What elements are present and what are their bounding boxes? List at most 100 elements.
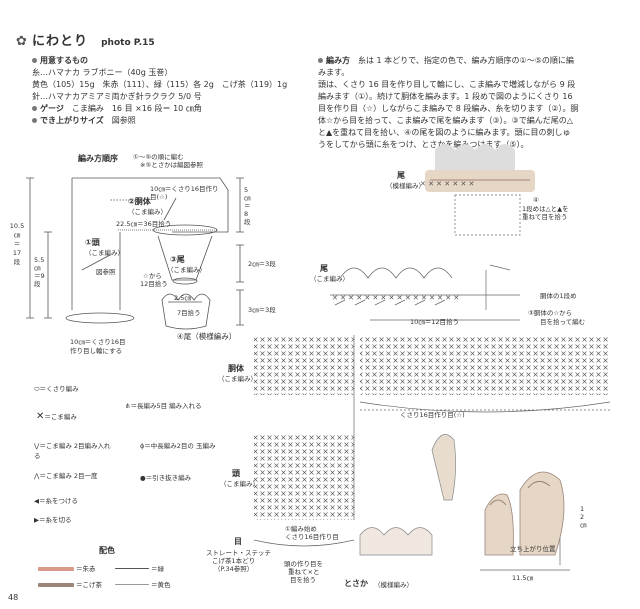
slip-stitch-icon: ● <box>140 474 146 482</box>
color-swatch-brown <box>38 583 74 587</box>
instructions-line-3: 編みます（①）。続けて胴体を編みます。1 段めで図のようにくさり 16 <box>318 92 573 101</box>
tail-mid-sub: （こま編み） <box>310 275 349 283</box>
tail-note4-b: 1段めは△と▲を <box>522 205 569 213</box>
legend-slip: ●＝引き抜き編み <box>140 474 192 482</box>
dc5-icon: ⋔ <box>125 402 131 410</box>
label-2cm: 2㎝＝3段 <box>248 260 276 268</box>
legend-chain: ⬭＝くさり編み <box>34 385 79 393</box>
tail-body-row1: 胴体の1段め <box>540 292 577 300</box>
color-red: ＝朱赤 <box>76 565 96 573</box>
order-title: 編み方順序 <box>78 154 118 163</box>
dim-body-height: 5㎝＝8段 <box>244 186 251 226</box>
main-body-label: 胴体 <box>228 364 244 373</box>
label-3cm: 3㎝＝3段 <box>248 306 276 314</box>
label-body-sub: （こま編み） <box>128 208 167 216</box>
instructions-line-0: 編み方 糸は 1 本どりで、指定の色で、編み方順序の①〜⑤の順に編 <box>318 55 579 67</box>
legend-sc2dec: ⋀＝こま編み 2目一度 <box>34 472 98 480</box>
colors-line: 黄色（105）15g 朱赤（111）、緑（115）各 2g こげ茶（119）1g <box>32 80 288 89</box>
sc-icon: ✕ <box>36 411 45 422</box>
title-block: ✿ にわとり photo P.15 <box>16 30 155 49</box>
tail-note3-a: ③胴体の☆から <box>528 309 573 317</box>
color-swatch-green <box>115 568 149 569</box>
color-brown: ＝こげ茶 <box>76 581 102 589</box>
chain-icon: ⬭ <box>34 385 40 393</box>
flower-icon: ✿ <box>16 34 27 49</box>
bullet-icon <box>32 118 37 123</box>
legend-sc2inc: ⋁＝こま編み 2目編み入れる <box>34 442 111 460</box>
tail-note4-c: 重ねて目を拾う <box>522 213 568 221</box>
instructions-line-4: 目を作り目（☆）しながらこま編みで 8 段編み、糸を切ります（②）。胴 <box>318 104 579 113</box>
color-green: ＝緑 <box>151 565 164 573</box>
color-swatch-red <box>38 567 74 571</box>
colors-heading: 配色 <box>99 546 115 555</box>
cut-yarn-icon: ▶ <box>34 516 39 524</box>
tail-10cm: 10㎝＝12目拾う <box>410 318 460 326</box>
label-base-2: 作り目し輪にする <box>70 347 123 355</box>
main-body-sub: （こま編み） <box>218 375 257 383</box>
label-7pick: 7目拾う <box>177 309 201 317</box>
main-start-1: ①編み始め <box>285 525 317 533</box>
order-note-2: ※⑤とさかは編図参照 <box>140 161 204 169</box>
yarn-line: 糸…ハマナカ ラブボニー（40g 玉巻） <box>32 68 173 77</box>
main-head-label: 頭 <box>232 469 240 478</box>
main-start-2: くさり16目作り目 <box>285 533 339 541</box>
dim-total-height: 10.5 ㎝ ＝ 17 段 <box>9 222 25 266</box>
label-tail3-sub: （こま編み） <box>167 266 206 274</box>
materials-heading: 用意するもの <box>32 55 88 66</box>
svg-text:✕ ✕ ✕ ✕ ✕ ✕ ✕ ✕ ✕ ✕ ✕ ✕ ✕ ✕ ✕: ✕ ✕ ✕ ✕ ✕ ✕ ✕ ✕ ✕ ✕ ✕ ✕ ✕ ✕ ✕ ✕ <box>332 294 459 302</box>
hdc-bobble-icon: ϕ <box>140 442 145 450</box>
dim-head-height: 5.5㎝＝9段 <box>34 256 45 288</box>
instructions-line-5: 体☆から目を拾って、こま編みで尾を編みます（③）。③で編んだ尾の△ <box>318 116 573 125</box>
order-note-1: ①〜⑤の順に編む <box>133 153 184 161</box>
legend-join: ◀＝糸をつける <box>34 497 78 505</box>
main-115cm: 11.5㎝ <box>512 574 533 582</box>
main-12cm: 12㎝ <box>580 505 587 529</box>
main-comb-name: とさか <box>344 579 368 588</box>
needle-line: 針…ハマナカアミアミ両かぎ針ラクラク 5/0 号 <box>32 92 202 101</box>
sc-increase-icon: ⋁ <box>34 442 40 450</box>
main-stand: 立ち上がり位置 <box>510 545 556 553</box>
label-tail3-num: ③尾 <box>170 255 185 264</box>
main-chain-label: くさり16目作り目(☆) <box>400 411 465 419</box>
gauge-line: ゲージ こま編み 16 目 ×16 段＝ 10 ㎝角 <box>32 103 202 114</box>
instructions-line-6: と▲を重ねて目を拾い、④の尾を図のように編みます。頭に目の刺しゅ <box>318 128 571 137</box>
page-number: 48 <box>8 593 19 602</box>
bullet-icon <box>318 58 323 63</box>
main-eye-1: ストレート・ステッチ <box>206 549 271 557</box>
page-title: にわとり <box>32 34 89 49</box>
main-comb-3: 目を拾う <box>290 576 316 584</box>
label-star-pick: 12目拾う <box>140 280 168 288</box>
label-star-from: ☆から <box>143 272 162 280</box>
tail-note3-b: 目を拾って編む <box>540 318 586 326</box>
sc-decrease-icon: ⋀ <box>34 472 40 480</box>
bullet-icon <box>32 58 37 63</box>
main-comb-2: 重ねて×と <box>288 568 320 576</box>
main-eye-2: こげ茶1本どり <box>212 557 256 565</box>
label-chain16: 10㎝＝くさり16目作り目(☆) <box>150 185 219 201</box>
tail-top-sub: （模様編み） <box>386 182 425 190</box>
color-yellow: ＝黄色 <box>151 581 171 589</box>
join-yarn-icon: ◀ <box>34 497 39 505</box>
tail-top-label: 尾 <box>397 171 405 180</box>
dim-width: 22.5㎝＝36目拾う <box>116 220 172 228</box>
main-comb-1: 頭の作り目を <box>284 560 323 568</box>
main-eye: 目 <box>234 537 242 546</box>
main-head-sub: （こま編み） <box>220 480 259 488</box>
label-head-num: ①頭 <box>85 238 100 247</box>
instructions-line-7: うをしてから頭に糸をつけ、とさかを編みつけます（⑤）。 <box>318 140 529 149</box>
legend-sc: ✕＝こま編み <box>36 411 77 422</box>
photo-ref: photo P.15 <box>101 38 155 48</box>
label-tail4: ④尾（模様編み） <box>177 332 237 341</box>
size-line: でき上がりサイズ 図参照 <box>32 115 136 126</box>
legend-cut: ▶＝糸を切る <box>34 516 72 524</box>
label-25cm: 2.5㎝ <box>174 294 191 302</box>
label-base-1: 10㎝＝くさり16目 <box>70 338 126 346</box>
main-eye-3: （P.34参照） <box>214 565 254 573</box>
tail-note4-a: ④ <box>533 196 539 204</box>
instructions-line-2: 頭は、くさり 16 目を作り目して輪にし、こま編みで増減しながら 9 段 <box>318 80 576 89</box>
label-ref: 図参照 <box>96 268 116 276</box>
legend-dc5: ⋔＝長編み5目 編み入れる <box>125 402 202 410</box>
